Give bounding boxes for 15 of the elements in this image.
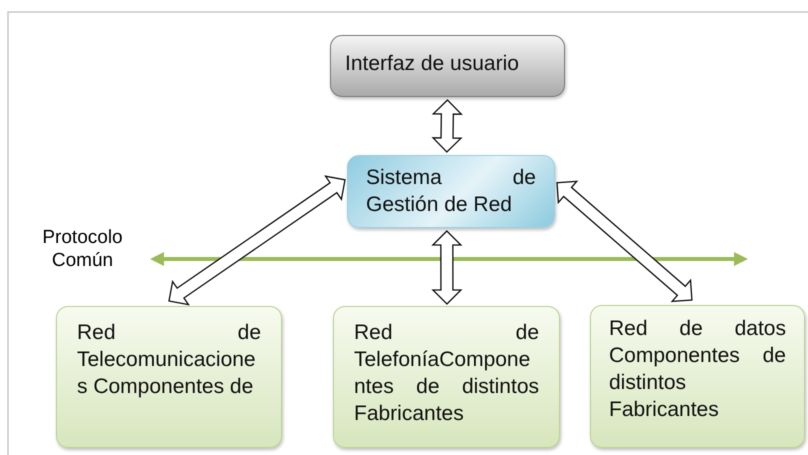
protocol-label: Protocolo Común [41,226,124,272]
node-text: Red de datos Componentes de distintos Fabricantes [609,316,786,423]
management-system-box [347,155,555,228]
block-arrow [168,175,346,306]
network-box [56,306,282,448]
node-text: Interfaz de usuario [345,51,520,77]
block-arrow [431,99,463,153]
network-box [590,305,805,448]
block-arrow [431,230,462,305]
node-text: Red de TelefoníaComponentes de distintos Fabricantes [354,320,539,427]
interface-box [330,35,565,97]
node-text: Sistema de Gestión de Red [366,165,536,218]
node-text: Red de Telecomunicaciones Componentes de [77,320,261,400]
network-box [333,306,560,448]
block-arrow [556,180,693,302]
